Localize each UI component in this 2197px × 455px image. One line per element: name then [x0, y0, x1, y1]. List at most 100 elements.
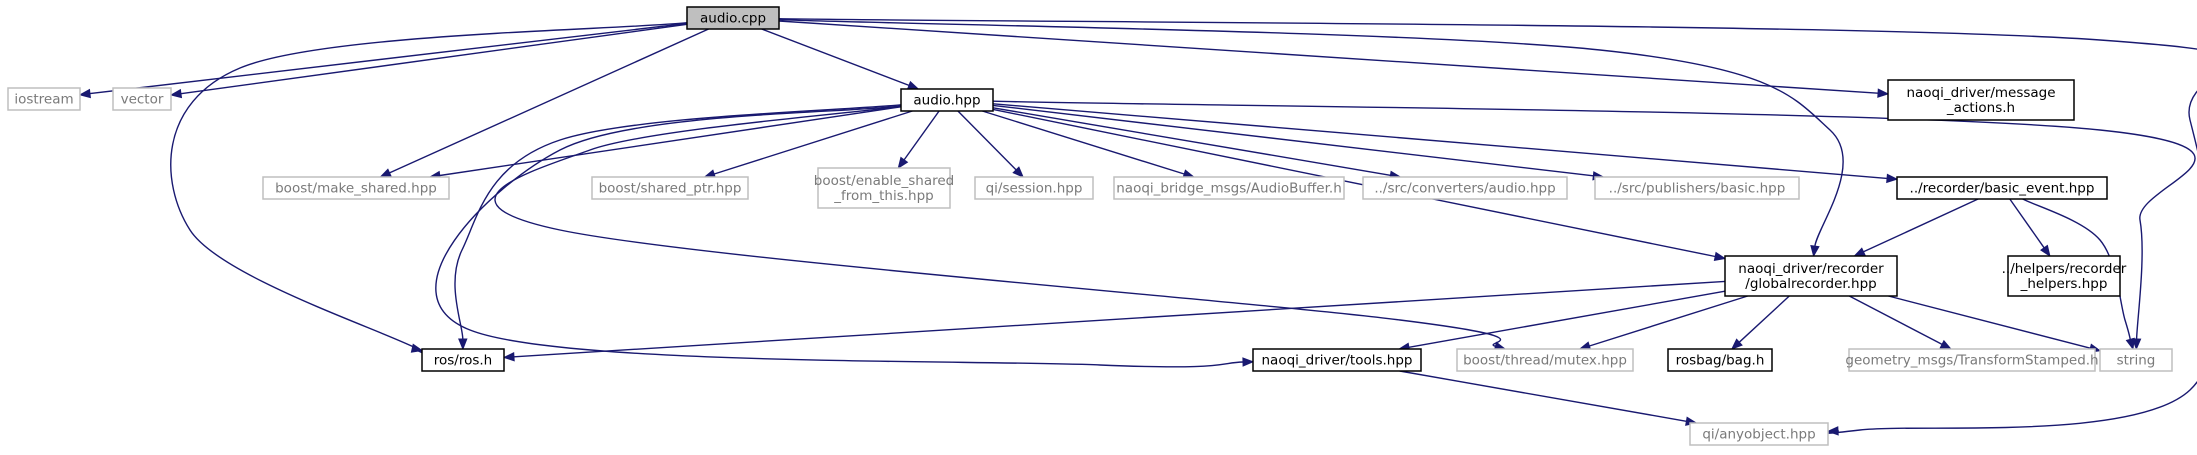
- node-label: /globalrecorder.hpp: [1745, 276, 1876, 292]
- edge-audio_cpp-to-iostream: [78, 22, 688, 99]
- node-box: [1667, 348, 1773, 372]
- edge-line: [1589, 295, 1748, 347]
- node-qi-session: qi/session.hpp: [974, 176, 1094, 200]
- node-transform: geometry_msgs/TransformStamped.h: [1845, 348, 2099, 372]
- edge-line: [389, 28, 709, 174]
- arrowhead-icon: [1713, 251, 1727, 262]
- edge-audio_hpp-to-conv_audio: [992, 107, 1402, 180]
- edge-audio_hpp-to-enable_shared: [897, 110, 940, 170]
- node-ros-h[interactable]: ros/ros.h: [421, 348, 505, 372]
- node-iostream: iostream: [7, 87, 81, 111]
- node-label: naoqi_driver/tools.hpp: [1261, 353, 1412, 369]
- edge-line: [992, 100, 2196, 340]
- arrowhead-icon: [1826, 426, 1839, 436]
- node-basic-event[interactable]: ../recorder/basic_event.hpp: [1896, 176, 2108, 200]
- edge-globalrecorder-to-tools: [1397, 290, 1726, 352]
- node-helpers[interactable]: ../helpers/recorder_helpers.hpp: [2002, 255, 2127, 297]
- edge-globalrecorder-to-transform: [1848, 295, 1953, 350]
- node-bag[interactable]: rosbag/bag.h: [1667, 348, 1773, 372]
- arrowhead-icon: [169, 88, 183, 99]
- edge-line: [761, 28, 910, 87]
- node-vector: vector: [112, 87, 172, 111]
- edge-line: [1738, 295, 1790, 343]
- edge-globalrecorder-to-mutex: [1578, 295, 1748, 351]
- node-label: string: [2117, 353, 2156, 369]
- edge-audio_cpp-to-make_shared: [379, 28, 709, 178]
- edge-line: [903, 110, 940, 161]
- node-label: naoqi_bridge_msgs/AudioBuffer.h: [1116, 181, 1342, 197]
- arrowhead-icon: [1939, 339, 1953, 350]
- edge-audio_hpp-to-tools: [435, 105, 1255, 368]
- node-box: [900, 88, 994, 112]
- edge-line: [435, 105, 1244, 368]
- arrowhead-icon: [1730, 338, 1743, 350]
- node-pub-basic: ../src/publishers/basic.hpp: [1594, 176, 1800, 200]
- edge-line: [982, 110, 1185, 175]
- node-label: _helpers.hpp: [2020, 276, 2108, 292]
- node-label: ros/ros.h: [434, 353, 493, 369]
- node-label: ../helpers/recorder: [2002, 261, 2127, 277]
- node-audio-cpp[interactable]: audio.cpp: [686, 6, 780, 30]
- edge-line: [180, 23, 688, 95]
- node-message-actions[interactable]: naoqi_driver/message_actions.h: [1887, 79, 2075, 121]
- edge-basic_event-to-globalrecorder: [1853, 198, 1979, 257]
- edge-audio_hpp-to-ros_h: [454, 104, 902, 351]
- node-box: [591, 176, 749, 200]
- edge-line: [2009, 198, 2045, 249]
- edge-line: [439, 106, 902, 177]
- node-audio-hpp[interactable]: audio.hpp: [900, 88, 994, 112]
- edge-line: [494, 105, 1502, 347]
- node-conv-audio: ../src/converters/audio.hpp: [1362, 176, 1568, 200]
- node-audio-buffer: naoqi_bridge_msgs/AudioBuffer.h: [1113, 176, 1345, 200]
- edge-line: [1848, 295, 1943, 346]
- edge-tools-to-anyobject: [1399, 370, 1698, 426]
- edge-globalrecorder-to-string: [1888, 295, 2102, 353]
- node-label: vector: [121, 92, 164, 108]
- node-globalrecorder[interactable]: naoqi_driver/recorder/globalrecorder.hpp: [1724, 255, 1898, 297]
- arrowhead-icon: [502, 352, 515, 362]
- arrowhead-icon: [2040, 244, 2051, 258]
- node-anyobject: qi/anyobject.hpp: [1689, 422, 1829, 446]
- edge-audio_cpp-to-anyobject: [778, 18, 2197, 436]
- node-box: [1362, 176, 1568, 200]
- arrowhead-icon: [1853, 247, 1866, 257]
- edge-line: [1888, 295, 2091, 349]
- node-label: _from_this.hpp: [833, 188, 934, 204]
- node-box: [974, 176, 1094, 200]
- arrowhead-icon: [2125, 337, 2135, 351]
- edge-line: [89, 22, 688, 95]
- edge-basic_event-to-helpers: [2009, 198, 2051, 258]
- arrowhead-icon: [1810, 245, 1820, 258]
- arrowhead-icon: [906, 80, 920, 90]
- edge-audio_cpp-to-message_actions: [778, 20, 1890, 98]
- node-label: boost/thread/mutex.hpp: [1463, 353, 1627, 369]
- node-make-shared: boost/make_shared.hpp: [262, 176, 450, 200]
- edge-line: [778, 18, 2197, 434]
- arrowhead-icon: [1242, 357, 1255, 367]
- edge-line: [992, 108, 1716, 258]
- edge-audio_hpp-to-qi_session: [957, 110, 1025, 178]
- edge-line: [992, 104, 1594, 177]
- node-label: ../src/publishers/basic.hpp: [1609, 181, 1786, 197]
- node-box: [7, 87, 81, 111]
- arrowhead-icon: [2131, 338, 2142, 351]
- edge-audio_hpp-to-string: [992, 100, 2196, 351]
- edge-audio_cpp-to-ros_h: [170, 22, 688, 360]
- node-tools[interactable]: naoqi_driver/tools.hpp: [1252, 348, 1422, 372]
- edge-line: [778, 19, 1844, 247]
- node-label: boost/make_shared.hpp: [275, 181, 437, 197]
- node-label: audio.cpp: [700, 11, 766, 27]
- node-box: [1252, 348, 1422, 372]
- arrowhead-icon: [1877, 88, 1890, 98]
- edge-audio_cpp-to-globalrecorder: [778, 19, 1844, 258]
- arrowhead-icon: [78, 88, 91, 99]
- arrowhead-icon: [897, 156, 909, 170]
- node-mutex: boost/thread/mutex.hpp: [1456, 348, 1634, 372]
- node-box: [817, 167, 951, 209]
- edge-line: [992, 103, 1888, 180]
- arrowhead-icon: [458, 338, 468, 351]
- edge-audio_hpp-to-basic_event: [992, 103, 1899, 184]
- node-shared-ptr: boost/shared_ptr.hpp: [591, 176, 749, 200]
- node-label: iostream: [14, 92, 73, 108]
